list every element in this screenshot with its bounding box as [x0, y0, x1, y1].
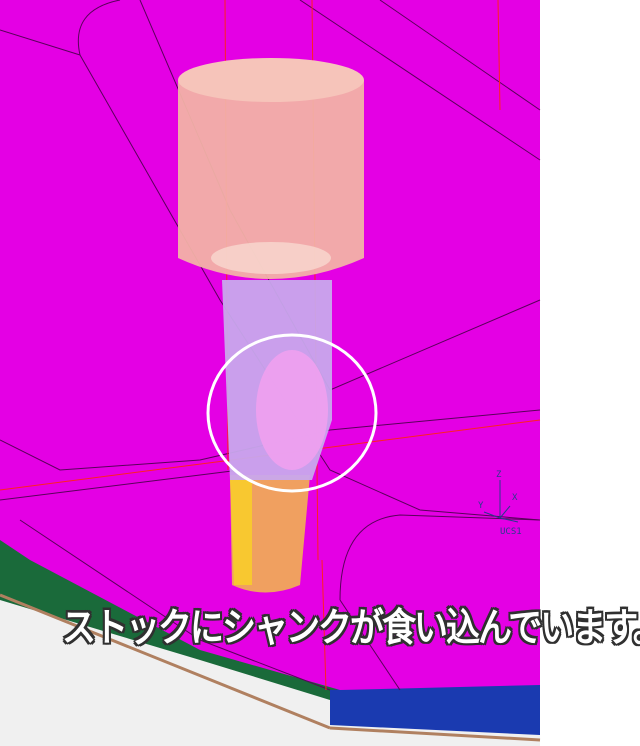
cutter-flute: [230, 480, 252, 585]
ucs-axis-x: X: [512, 493, 518, 503]
annotation-caption: ストックにシャンクが食い込んでいます。: [62, 605, 640, 652]
base-blue-layer: [330, 680, 540, 735]
stock-edges: [0, 0, 541, 691]
ucs-triad: [483, 480, 519, 523]
ucs-axis-z: Z: [496, 470, 502, 480]
holder-top: [178, 58, 364, 102]
base-edge-line: [0, 593, 331, 730]
interference-highlight-circle: [206, 333, 378, 493]
ucs-label: UCS1: [500, 527, 522, 537]
interference-zone: [256, 350, 328, 470]
base-plate: [0, 540, 540, 746]
holder-bottom: [211, 242, 331, 274]
base-edge-line-2: [329, 726, 541, 742]
ucs-axis-y: Y: [478, 501, 484, 511]
holder-body: [178, 80, 364, 279]
